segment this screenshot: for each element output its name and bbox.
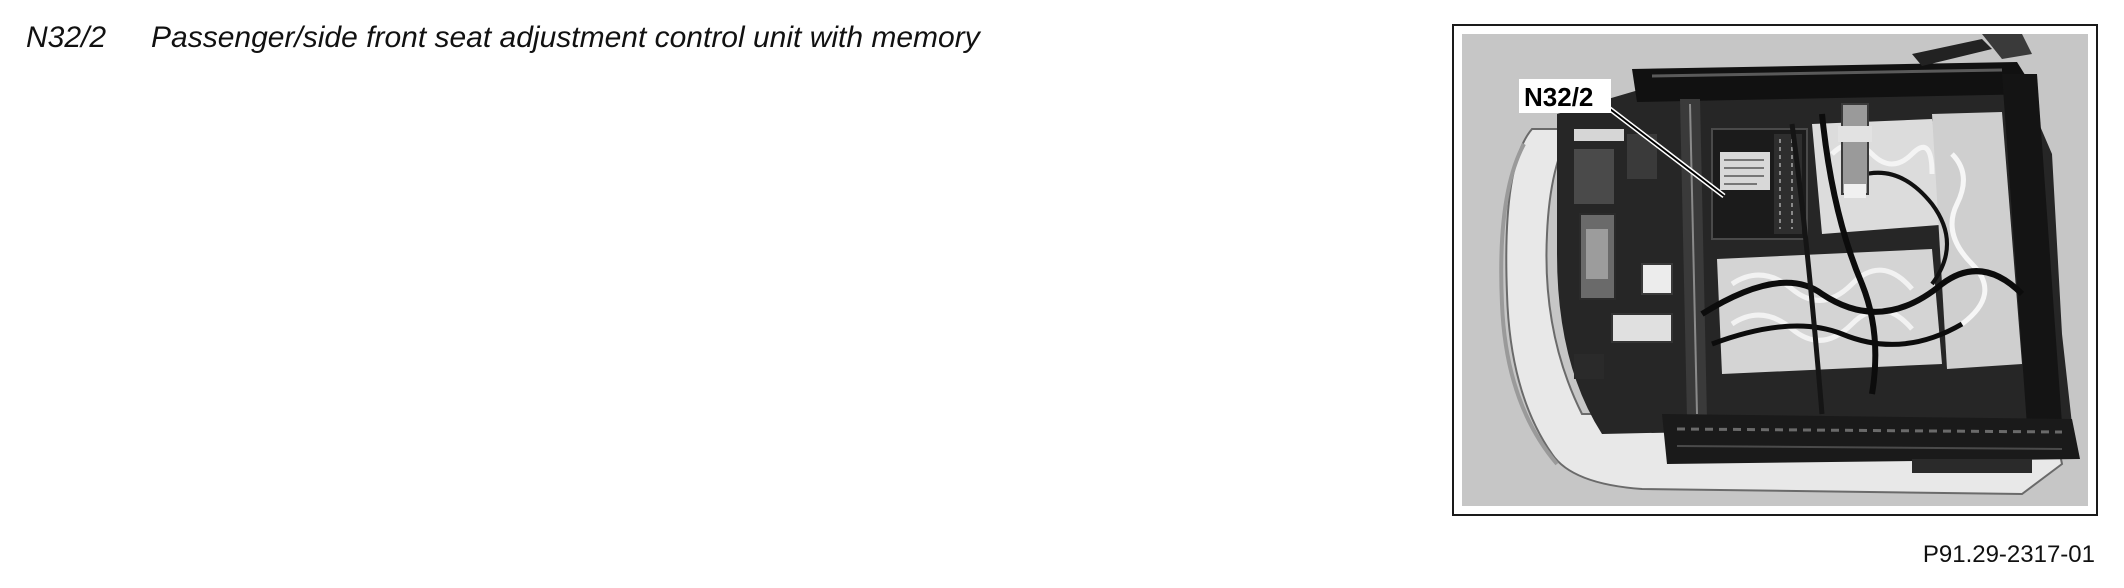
figure-reference-number: P91.29-2317-01 [1922,541,2095,568]
figure-frame: N32/2 [1452,24,2098,516]
legend-entry: N32/2 Passenger/side front seat adjustmen… [26,18,980,58]
seat-frame-photo: N32/2 [1462,34,2088,506]
callout-label: N32/2 [1524,82,1593,112]
legend-code: N32/2 [26,21,107,54]
seat-frame-illustration: N32/2 [1462,34,2088,506]
legend-description: Passenger/side front seat adjustment con… [151,21,980,54]
